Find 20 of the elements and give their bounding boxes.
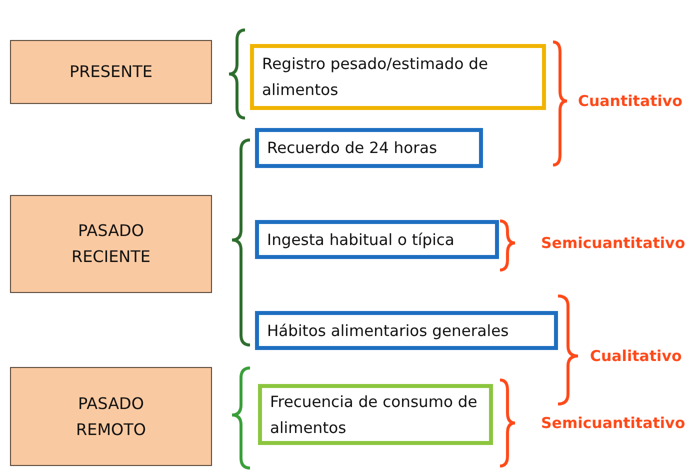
category-label: Cuantitativo xyxy=(578,91,682,111)
period-box xyxy=(10,195,212,293)
category-label: Semicuantitativo xyxy=(541,413,686,433)
method-box xyxy=(258,384,493,445)
method-box xyxy=(255,220,499,259)
method-label: Frecuencia de consumo de alimentos xyxy=(270,392,478,438)
method-label: Ingesta habitual o típica xyxy=(267,230,454,250)
period-label: PASADO REMOTO xyxy=(75,392,147,440)
category-label: Cualitativo xyxy=(590,346,682,366)
period-box xyxy=(10,367,212,466)
method-box xyxy=(250,44,546,110)
period-label: PASADO RECIENTE xyxy=(70,220,152,268)
method-box xyxy=(255,128,483,168)
period-box xyxy=(10,40,212,104)
method-label: Recuerdo de 24 horas xyxy=(267,138,438,159)
category-label: Semicuantitativo xyxy=(541,233,686,253)
method-box xyxy=(255,311,558,350)
method-label: Hábitos alimentarios generales xyxy=(267,320,509,342)
period-label: PRESENTE xyxy=(70,61,152,83)
method-label: Registro pesado/estimado de alimentos xyxy=(262,54,490,101)
